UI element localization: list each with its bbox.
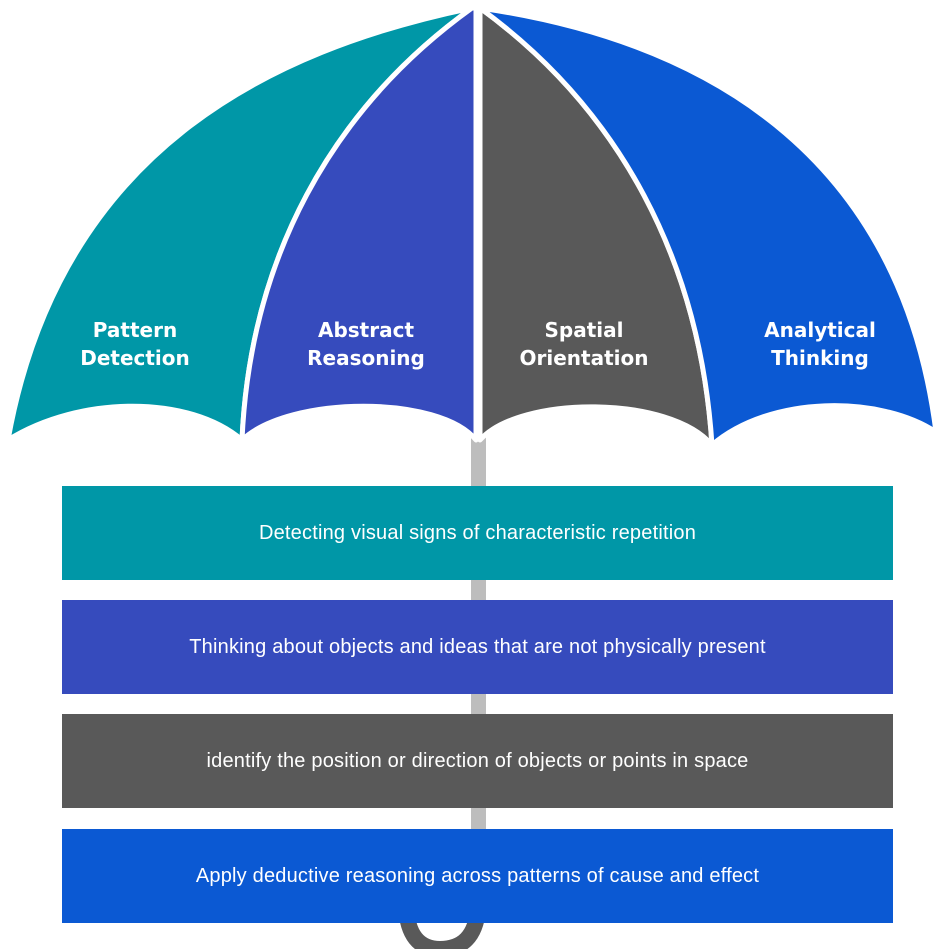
panel-label-abstract-reasoning: Abstract Reasoning xyxy=(276,316,456,372)
canopy-panel-analytical-thinking xyxy=(477,5,939,448)
panel-label-analytical-thinking: Analytical Thinking xyxy=(730,316,910,372)
panel-label-line: Pattern xyxy=(92,318,178,342)
description-text: Detecting visual signs of characteristic… xyxy=(258,521,697,544)
panel-label-spatial-orientation: Spatial Orientation xyxy=(494,316,674,372)
description-bar-analytical-thinking: Apply deductive reasoning across pattern… xyxy=(62,829,893,923)
description-text: identify the position or direction of ob… xyxy=(206,749,749,772)
panel-label-line: Thinking xyxy=(771,346,869,370)
description-text: Thinking about objects and ideas that ar… xyxy=(189,635,766,658)
description-text: Apply deductive reasoning across pattern… xyxy=(195,864,760,887)
canopy-panel-abstract-reasoning xyxy=(239,5,479,443)
panel-label-line: Detection xyxy=(80,346,190,370)
description-bar-spatial-orientation: identify the position or direction of ob… xyxy=(62,714,893,808)
panel-label-line: Analytical xyxy=(764,318,876,342)
umbrella-handle-hook xyxy=(398,905,486,949)
description-bar-pattern-detection: Detecting visual signs of characteristic… xyxy=(62,486,893,580)
description-bar-abstract-reasoning: Thinking about objects and ideas that ar… xyxy=(62,600,893,694)
panel-label-line: Reasoning xyxy=(307,346,425,370)
panel-label-pattern-detection: Pattern Detection xyxy=(45,316,225,372)
panel-label-line: Abstract xyxy=(317,318,415,342)
panel-label-line: Orientation xyxy=(519,346,649,370)
panel-label-line: Spatial xyxy=(544,318,624,342)
